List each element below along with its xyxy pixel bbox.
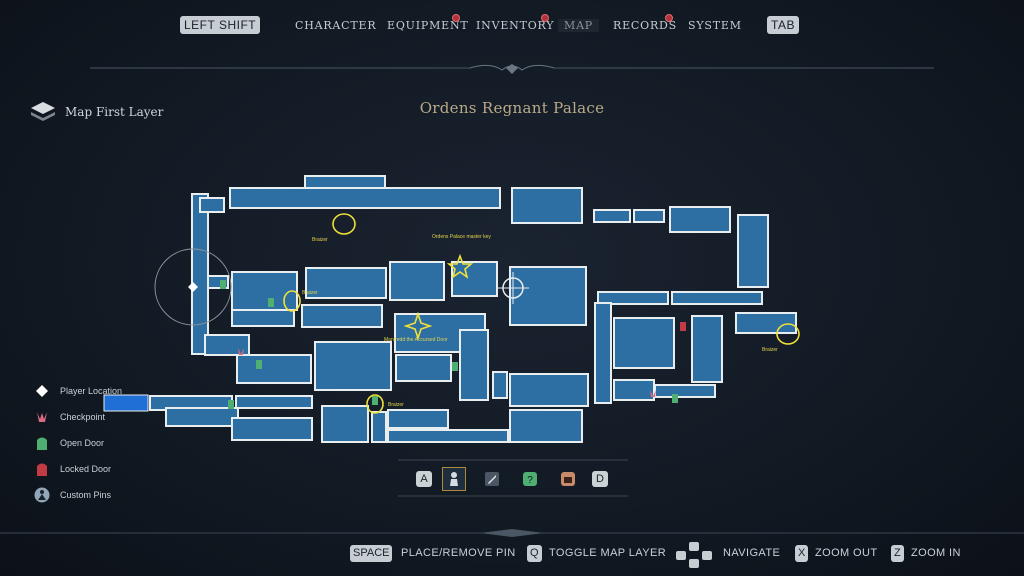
player-location-icon bbox=[188, 282, 198, 292]
open-door-icons bbox=[220, 280, 678, 409]
tab-system[interactable]: SYSTEM bbox=[688, 19, 742, 32]
diamond-icon bbox=[36, 385, 48, 397]
map-filter-bar: A ? D bbox=[398, 458, 628, 498]
legend-label: Open Door bbox=[60, 438, 105, 448]
filter-prev-key[interactable]: A bbox=[416, 471, 432, 487]
legend-label: Checkpoint bbox=[60, 412, 106, 422]
legend-item: Custom Pins bbox=[34, 482, 122, 508]
player-filter-icon[interactable] bbox=[442, 467, 466, 491]
tab-inventory[interactable]: INVENTORY bbox=[476, 19, 555, 32]
pin-label: Ordens Palace master key bbox=[432, 234, 491, 240]
open-door-icon bbox=[37, 437, 47, 450]
filter-next-key[interactable]: D bbox=[592, 471, 608, 487]
prev-tab-key[interactable]: LEFT SHIFT bbox=[180, 16, 261, 34]
master-key-star-icon bbox=[446, 253, 474, 279]
open-door-icon bbox=[452, 362, 458, 371]
locked-door-icon bbox=[37, 463, 47, 476]
open-door-icon bbox=[372, 396, 378, 405]
brazier-pin-circle bbox=[283, 290, 301, 312]
equipment-notification-badge bbox=[452, 14, 460, 22]
bottom-ornament-divider bbox=[0, 529, 1024, 537]
pin-label: Braizer bbox=[388, 402, 404, 408]
dpad-icon[interactable] bbox=[676, 542, 712, 568]
tab-records[interactable]: RECORDS bbox=[613, 19, 677, 32]
player-range-circle bbox=[154, 248, 232, 326]
custom-pin-icon bbox=[34, 487, 50, 503]
highlighted-room bbox=[103, 394, 149, 412]
tab-map[interactable]: MAP bbox=[558, 19, 600, 32]
pin-label: Braizer bbox=[302, 290, 318, 296]
brazier-pin-circle bbox=[366, 394, 384, 414]
tab-character[interactable]: CHARACTER bbox=[295, 19, 377, 32]
locked-door-icon bbox=[680, 322, 686, 331]
open-door-icon bbox=[268, 298, 274, 307]
legend-label: Locked Door bbox=[60, 464, 112, 474]
checkpoint-icon bbox=[238, 348, 244, 355]
brazier-pin-circle bbox=[332, 213, 356, 235]
records-notification-badge bbox=[665, 14, 673, 22]
legend-item: Player Location bbox=[34, 378, 122, 404]
legend-item: Checkpoint bbox=[34, 404, 122, 430]
accursed-door-star-icon bbox=[403, 311, 433, 341]
map-rooms bbox=[149, 175, 797, 443]
inventory-notification-badge bbox=[541, 14, 549, 22]
legend-item: Open Door bbox=[34, 430, 122, 456]
map-layer-label: Map First Layer bbox=[65, 105, 164, 119]
checkpoint-icon bbox=[650, 390, 656, 397]
z-key[interactable]: Z bbox=[891, 545, 904, 562]
pin-label: Braizer bbox=[762, 347, 778, 353]
checkpoint-icon bbox=[37, 412, 47, 422]
open-door-icon bbox=[256, 360, 262, 369]
pin-label: Braizer bbox=[312, 237, 328, 243]
map-cursor-icon bbox=[497, 272, 529, 304]
map-area-title: Ordens Regnant Palace bbox=[419, 99, 605, 117]
legend-label: Custom Pins bbox=[60, 490, 112, 500]
x-key[interactable]: X bbox=[795, 545, 809, 562]
place-pin-label: PLACE/REMOVE PIN bbox=[401, 547, 516, 559]
filter-bar-frame bbox=[398, 459, 628, 497]
next-tab-key[interactable]: TAB bbox=[767, 16, 799, 34]
zoom-out-label: ZOOM OUT bbox=[815, 547, 878, 559]
top-navigation: LEFT SHIFT CHARACTER EQUIPMENT INVENTORY… bbox=[0, 0, 1024, 56]
q-key[interactable]: Q bbox=[527, 545, 542, 562]
sword-filter-icon[interactable] bbox=[482, 469, 502, 489]
svg-text:?: ? bbox=[527, 475, 533, 486]
legend-label: Player Location bbox=[60, 386, 123, 396]
open-door-icon bbox=[672, 394, 678, 403]
controls-bar: SPACE PLACE/REMOVE PIN Q TOGGLE MAP LAYE… bbox=[0, 542, 1024, 568]
top-ornament-divider bbox=[90, 64, 934, 74]
tab-equipment[interactable]: EQUIPMENT bbox=[387, 19, 469, 32]
chest-filter-icon[interactable] bbox=[558, 469, 578, 489]
map-layer-indicator: Map First Layer bbox=[29, 100, 163, 124]
custom-pins bbox=[283, 213, 800, 414]
quest-filter-icon[interactable]: ? bbox=[520, 469, 540, 489]
toggle-layer-label: TOGGLE MAP LAYER bbox=[549, 547, 667, 559]
checkpoint-icons bbox=[238, 348, 656, 397]
space-key[interactable]: SPACE bbox=[350, 545, 393, 562]
zoom-in-label: ZOOM IN bbox=[911, 547, 961, 559]
map-legend: Player Location Checkpoint Open Door Loc… bbox=[34, 378, 122, 508]
open-door-icon bbox=[220, 280, 226, 289]
layers-icon bbox=[31, 102, 55, 121]
brazier-pin-circle bbox=[776, 323, 800, 345]
navigate-label: NAVIGATE bbox=[723, 547, 781, 559]
pin-label: Manfredd the Accursed Door bbox=[384, 337, 448, 343]
open-door-icon bbox=[228, 400, 234, 409]
legend-item: Locked Door bbox=[34, 456, 122, 482]
